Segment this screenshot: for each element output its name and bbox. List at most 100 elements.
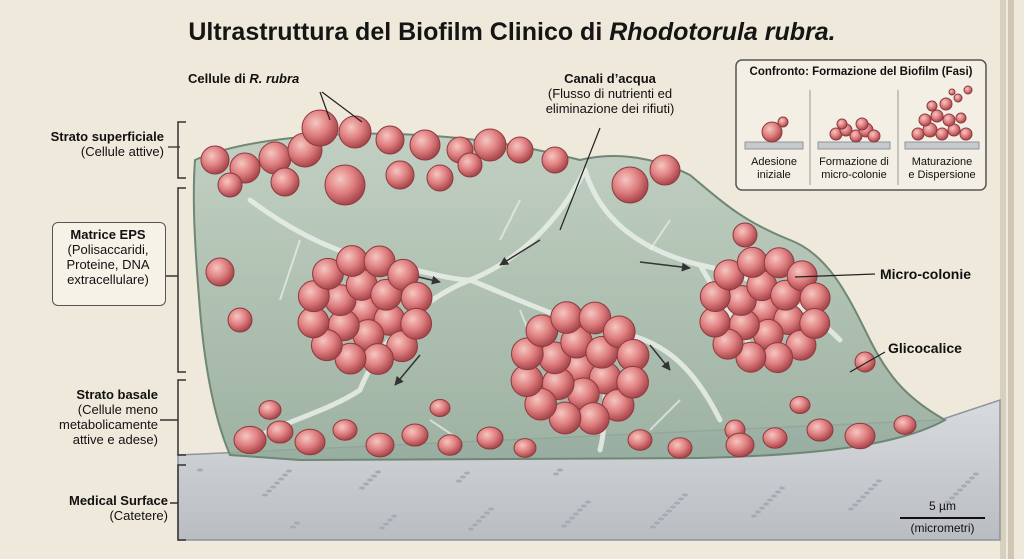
surface-cell: [649, 154, 681, 186]
surface-dot: [864, 491, 870, 495]
inset-colony-cell: [836, 118, 848, 130]
surface-dot: [480, 515, 486, 519]
surface-dot: [561, 524, 567, 528]
basal-cell: [258, 400, 282, 420]
microcolony-cell: [336, 245, 368, 277]
surface-dot: [957, 488, 963, 492]
basal-layer-title: Strato basale: [76, 387, 158, 402]
basal-cell: [233, 425, 267, 455]
surface-dot: [367, 478, 373, 482]
surface-dot: [852, 503, 858, 507]
surface-dot: [662, 513, 668, 517]
basal-sub-2: metabolicamente: [59, 416, 158, 432]
surface-dot: [464, 471, 470, 475]
surface-cell: [324, 164, 366, 206]
surface-dot: [391, 514, 397, 518]
surface-dot: [278, 477, 284, 481]
microcolony-cell: [799, 307, 831, 339]
surface-dot: [363, 482, 369, 486]
surface-dot: [294, 521, 300, 525]
title-main: Ultrastruttura del Biofilm Clinico di: [188, 18, 610, 46]
rhodotorula-cells: [200, 109, 917, 459]
water-sub-1: (Flusso di nutrienti ed: [547, 85, 673, 101]
matrix-cell: [205, 257, 235, 287]
surface-cell: [426, 164, 454, 192]
basal-cell: [266, 420, 294, 444]
surface-cell: [473, 128, 507, 162]
surface-dot: [969, 476, 975, 480]
surface-dot: [779, 486, 785, 490]
surface-dot: [666, 509, 672, 513]
surface-dot: [674, 501, 680, 505]
surface-cell: [217, 172, 243, 198]
book-edge-right: [1000, 0, 1006, 559]
basal-cell: [437, 434, 463, 456]
surface-dot: [197, 468, 203, 472]
matrix-cell: [732, 222, 758, 248]
surface-dot: [961, 484, 967, 488]
surface-dot: [290, 525, 296, 529]
surface-cell: [385, 160, 415, 190]
surface-dot: [488, 507, 494, 511]
eps-sub-1: (Polisaccaridi,: [67, 241, 149, 257]
surface-dot: [375, 470, 381, 474]
inset-mature-cell: [926, 100, 938, 112]
basal-cell: [365, 432, 395, 458]
microcolony-cell: [550, 301, 583, 334]
surface-texture: [197, 468, 979, 531]
surface-dot: [286, 469, 292, 473]
surface-dot: [650, 525, 656, 529]
surface-cell: [270, 167, 300, 197]
basal-cell: [627, 429, 653, 451]
matrix-cell: [854, 351, 876, 373]
inset-mature-cell: [959, 127, 973, 141]
surface-dot: [965, 480, 971, 484]
microcolony-cell: [400, 307, 433, 340]
basal-cell: [893, 415, 917, 435]
basal-layer-label: Strato basale (Cellule meno metabolicame…: [14, 387, 158, 448]
surface-dot: [678, 497, 684, 501]
basal-cell: [725, 432, 755, 458]
medical-surface-label: Medical Surface (Catetere): [14, 493, 168, 524]
microcolony-cell: [577, 402, 610, 435]
microcolony-cell: [616, 365, 649, 399]
surface-dot: [872, 483, 878, 487]
microcolony-cell: [362, 343, 394, 375]
basal-cell: [844, 422, 876, 450]
surface-dot: [856, 499, 862, 503]
surface-dot: [771, 494, 777, 498]
surface-dot: [371, 474, 377, 478]
surface-dot: [658, 517, 664, 521]
surface-dot: [468, 527, 474, 531]
surface-dot: [557, 468, 563, 472]
water-channels-label: Canali d’acqua (Flusso di nutrienti ed e…: [530, 71, 690, 117]
surface-dot: [569, 516, 575, 520]
surface-dot: [755, 510, 761, 514]
inset-title: Confronto: Formazione del Biofilm (Fasi): [749, 66, 973, 78]
surface-dot: [565, 520, 571, 524]
basal-cell: [429, 399, 451, 417]
surface-layer-label: Strato superficiale (Cellule attive): [14, 129, 164, 160]
eps-label: Matrice EPS (Polisaccaridi, Proteine, DN…: [52, 227, 164, 288]
surface-dot: [751, 514, 757, 518]
water-title: Canali d’acqua: [564, 71, 656, 86]
eps-sub-3: extracellulare): [67, 271, 149, 287]
surface-dot: [387, 518, 393, 522]
cells-label: Cellule di R. rubra: [188, 71, 300, 86]
surface-layer-sub: (Cellule attive): [80, 143, 164, 159]
matrix-cell: [227, 307, 253, 333]
surface-dot: [860, 495, 866, 499]
basal-cell: [332, 419, 358, 441]
surface-dot: [767, 498, 773, 502]
surface-dot: [383, 522, 389, 526]
surface-dot: [949, 496, 955, 500]
inset-mature-cell: [955, 112, 967, 124]
surface-cell: [457, 152, 483, 178]
basal-cell: [513, 438, 537, 458]
inset-mature-cell: [911, 127, 925, 141]
microcolony-cell: [762, 342, 794, 374]
inset-stage-surfaces: [744, 141, 980, 150]
